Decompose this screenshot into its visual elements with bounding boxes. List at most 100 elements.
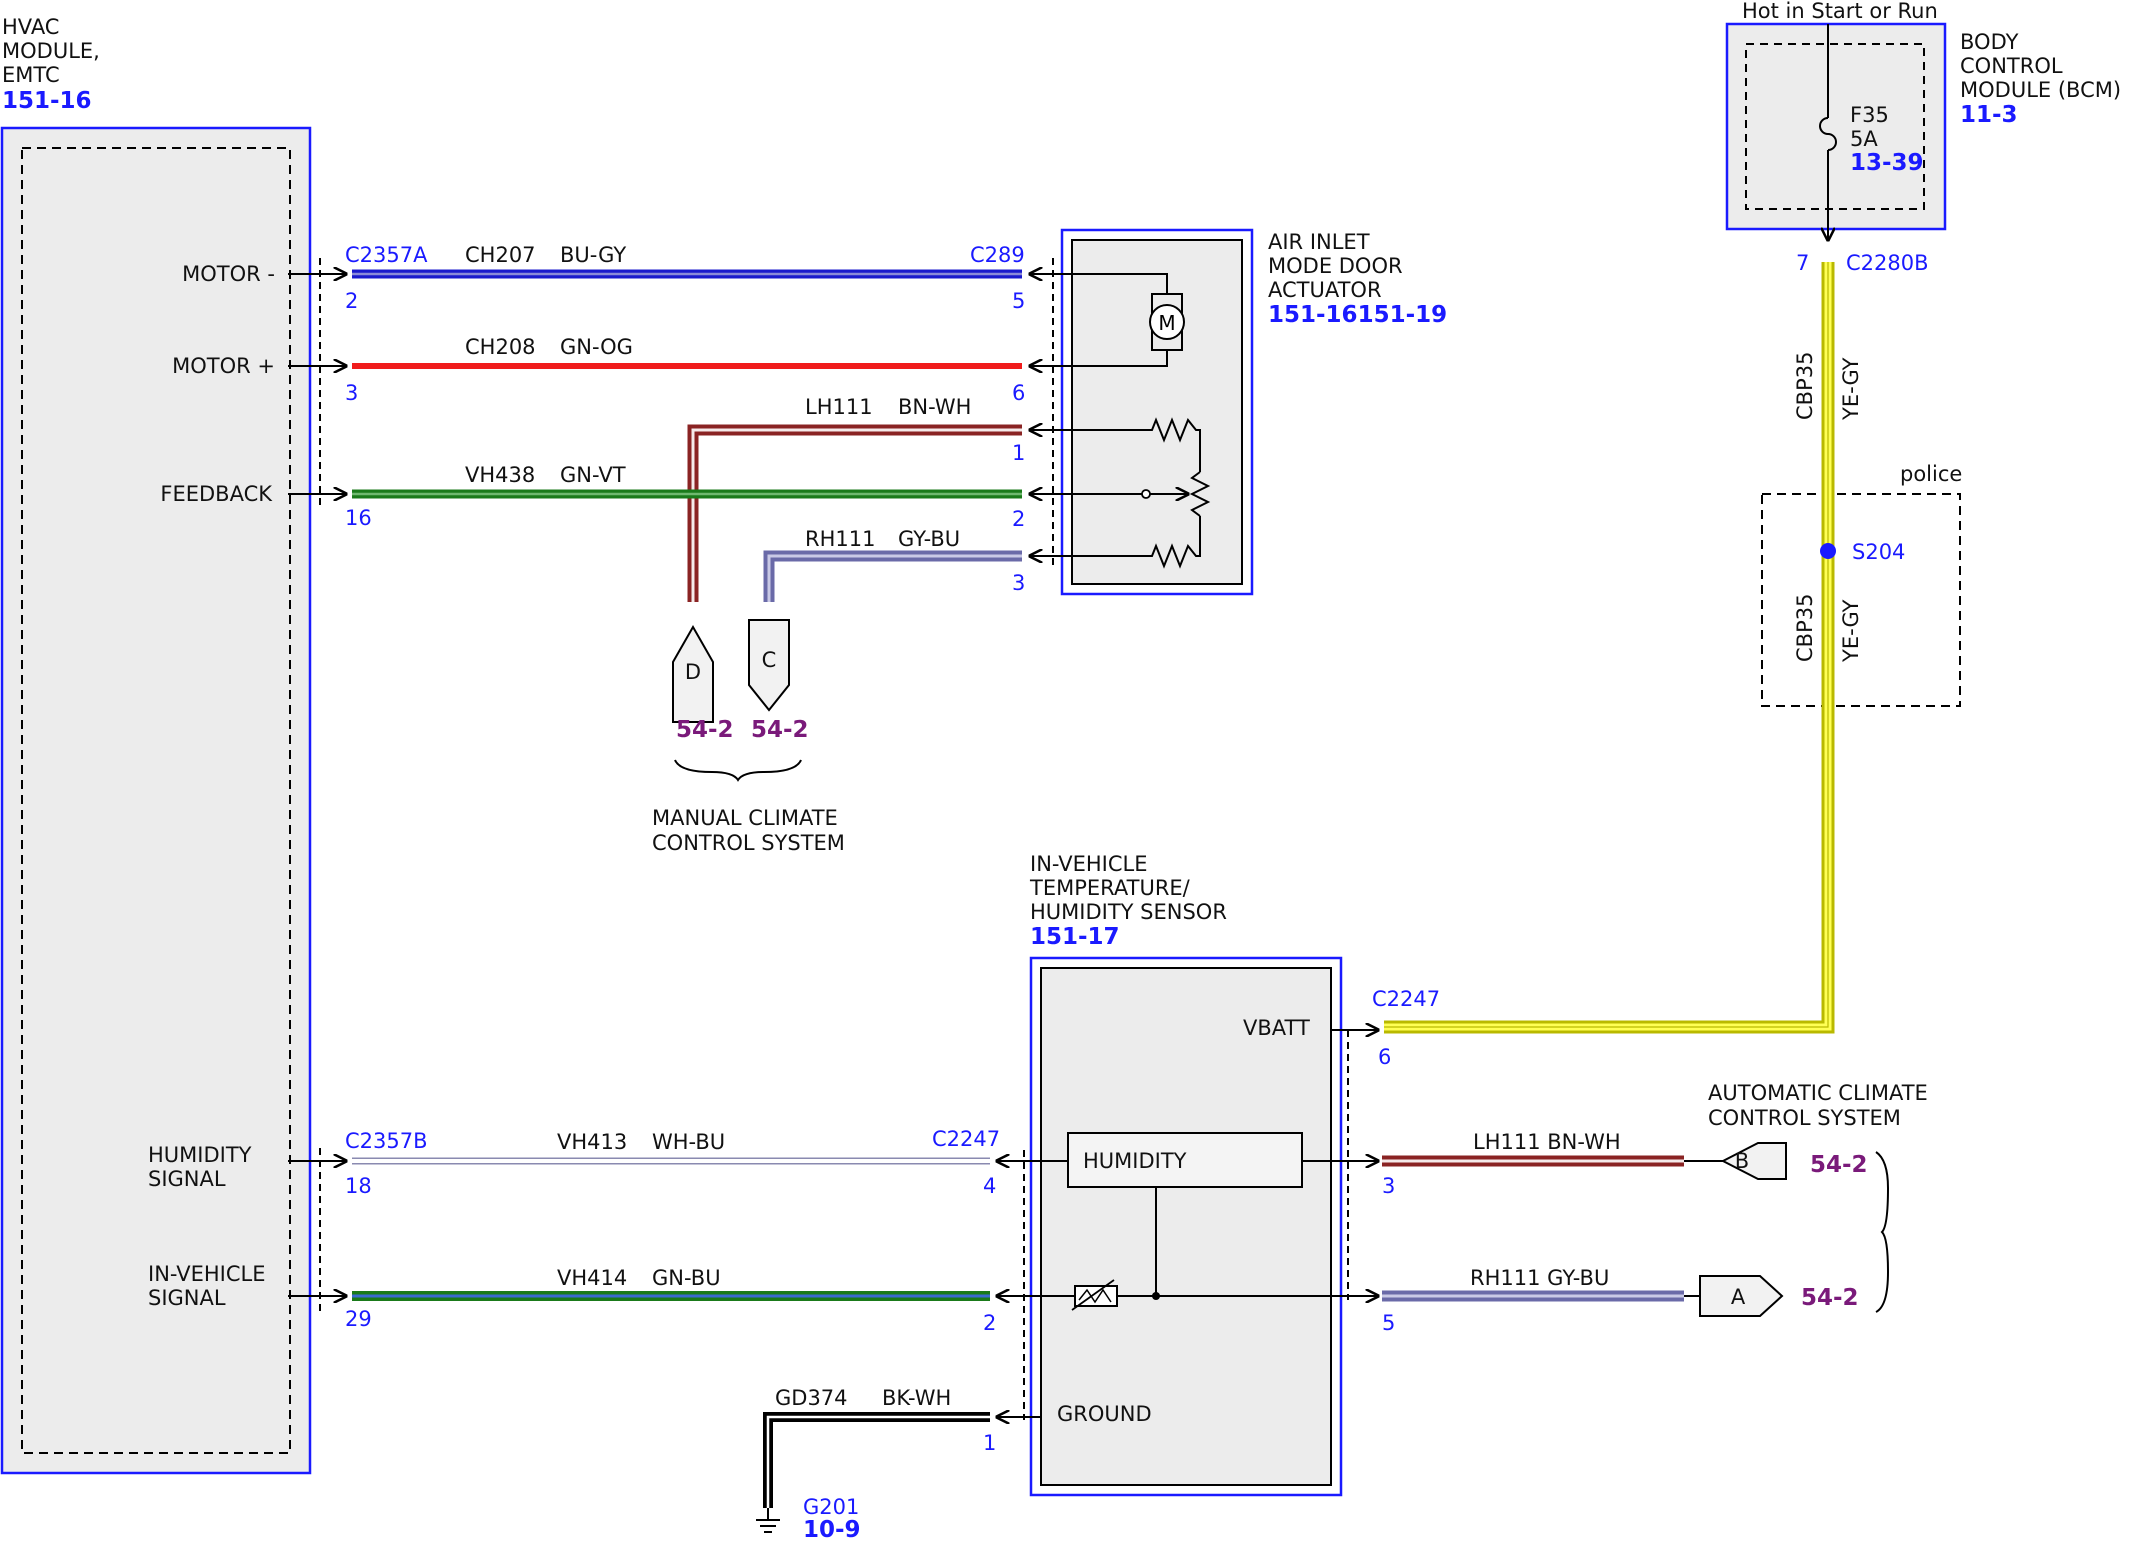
splice-s204-name: S204	[1852, 540, 1905, 564]
manual-climate-label-1: MANUAL CLIMATE	[652, 806, 838, 830]
sensor-ground-label: GROUND	[1057, 1402, 1152, 1426]
wire-ch208-color: GN-OG	[560, 335, 633, 359]
wire-cbp35-lower-color: YE-GY	[1839, 599, 1863, 663]
potentiometer-element	[1189, 471, 1211, 517]
wire-lh111-top-circuit: LH111	[805, 395, 873, 419]
bcm-name-3: MODULE (BCM)	[1960, 78, 2121, 102]
sensor-inner	[1040, 967, 1332, 1486]
manual-climate-brace	[674, 759, 802, 782]
sensor-pin-2: 2	[983, 1311, 996, 1335]
connector-c289: C289	[970, 243, 1025, 267]
bcm-name-1: BODY	[1960, 30, 2019, 54]
pin-label-invehicle-2: SIGNAL	[148, 1286, 226, 1310]
wire-lh111-bottom: LH111 BN-WH	[1382, 1130, 1723, 1167]
bcm: Hot in Start or Run BODY CONTROL MODULE …	[1725, 0, 2121, 275]
wire-gd374-color: BK-WH	[882, 1386, 951, 1410]
actuator-name-1: AIR INLET	[1268, 230, 1370, 254]
wire-rh111-top: RH111 GY-BU	[763, 527, 1022, 602]
connector-c2357b: C2357B	[345, 1129, 428, 1153]
wire-vh414-circuit: VH414	[557, 1266, 627, 1290]
bcm-name-2: CONTROL	[1960, 54, 2063, 78]
connector-c2247-left: C2247	[932, 1127, 1000, 1151]
manual-climate-tags: D C 54-2 54-2 MANUAL CLIMATE CONTROL SYS…	[652, 619, 845, 855]
splice-s204-dot	[1820, 543, 1836, 559]
wire-lh111-bottom-label: LH111 BN-WH	[1473, 1130, 1621, 1154]
connector-c2280b: C2280B	[1846, 251, 1929, 275]
actuator-pin-5: 5	[1012, 289, 1025, 313]
actuator-pin-6: 6	[1012, 381, 1025, 405]
splice-option-label: police	[1900, 462, 1962, 486]
wire-rh111-bottom-label: RH111 GY-BU	[1470, 1266, 1609, 1290]
fuse-name: F35	[1850, 103, 1889, 127]
motor-icon	[1149, 304, 1185, 340]
connector-tag-c	[748, 619, 790, 712]
bcm-header: Hot in Start or Run	[1742, 0, 1938, 23]
fuse-ref: 13-39	[1850, 150, 1924, 176]
sensor-pin-3: 3	[1382, 1174, 1395, 1198]
wire-vh414-color: GN-BU	[652, 1266, 721, 1290]
wire-cbp35-upper-circuit: CBP35	[1793, 352, 1817, 420]
pin-label-humidity-2: SIGNAL	[148, 1167, 226, 1191]
actuator-pin-2: 2	[1012, 507, 1025, 531]
fuse-rating: 5A	[1850, 127, 1878, 151]
wire-cbp35-lower-circuit: CBP35	[1793, 594, 1817, 662]
tag-b-ref: 54-2	[1810, 1152, 1868, 1178]
wire-lh111-top-color: BN-WH	[898, 395, 971, 419]
pin-label-feedback: FEEDBACK	[160, 482, 273, 506]
resistor-top	[1072, 417, 1201, 472]
wire-ch207-color: BU-GY	[560, 243, 626, 267]
sensor-name-2: TEMPERATURE/	[1029, 876, 1191, 900]
manual-climate-label-2: CONTROL SYSTEM	[652, 831, 845, 855]
invehicle-sensor: IN-VEHICLE TEMPERATURE/ HUMIDITY SENSOR …	[932, 852, 1440, 1497]
sensor-pin-6: 6	[1378, 1045, 1391, 1069]
humidity-element-box	[1067, 1132, 1303, 1188]
wire-gd374-circuit: GD374	[775, 1386, 848, 1410]
sensor-pin-5: 5	[1382, 1311, 1395, 1335]
connector-tag-b	[1720, 1142, 1787, 1180]
hvac-module-name-1: HVAC	[2, 15, 59, 39]
actuator-name-2: MODE DOOR	[1268, 254, 1403, 278]
pin-number-2: 2	[345, 289, 358, 313]
humidity-element-label: HUMIDITY	[1083, 1149, 1187, 1173]
actuator-pin-3: 3	[1012, 571, 1025, 595]
tag-c-letter: C	[762, 648, 777, 672]
air-inlet-actuator: AIR INLET MODE DOOR ACTUATOR 151-16151-1…	[970, 228, 1447, 596]
sensor-pin-4: 4	[983, 1174, 996, 1198]
tag-c-ref: 54-2	[751, 717, 809, 743]
pin-label-motor-plus: MOTOR +	[172, 354, 275, 378]
hvac-module-name-2: MODULE,	[2, 39, 100, 63]
sensor-vbatt: VBATT	[1243, 1016, 1310, 1040]
wire-cbp35-upper-color: YE-GY	[1839, 357, 1863, 421]
wire-vh438: VH438 GN-VT	[352, 463, 1022, 499]
splice-option-box	[1761, 493, 1961, 707]
hvac-module-name-3: EMTC	[2, 63, 60, 87]
wire-ch208: CH208 GN-OG	[352, 335, 1022, 369]
pin-number-29: 29	[345, 1307, 372, 1331]
pin-number-16: 16	[345, 506, 372, 530]
pin-label-humidity-1: HUMIDITY	[148, 1143, 252, 1167]
connector-tag-a	[1699, 1275, 1784, 1317]
bcm-pin-7: 7	[1796, 251, 1809, 275]
tag-d-letter: D	[685, 660, 701, 684]
bcm-inner	[1745, 43, 1925, 210]
sensor-name-3: HUMIDITY SENSOR	[1030, 900, 1227, 924]
wire-gd374: GD374 BK-WH G201 10-9	[756, 1386, 990, 1541]
auto-climate-brace	[1875, 1151, 1890, 1313]
sensor-pin-1: 1	[983, 1431, 996, 1455]
resistor-bottom	[1072, 516, 1201, 569]
tag-b-letter: B	[1735, 1149, 1749, 1173]
wire-ch208-circuit: CH208	[465, 335, 536, 359]
fuse-icon	[1819, 117, 1837, 151]
connector-c2357a: C2357A	[345, 243, 428, 267]
pin-number-18: 18	[345, 1174, 372, 1198]
hvac-module-box	[0, 126, 312, 1475]
wire-vh414: VH414 GN-BU	[352, 1266, 990, 1301]
pin-label-motor-minus: MOTOR -	[182, 262, 275, 286]
ground-g201: G201	[803, 1495, 859, 1519]
wire-ch207: CH207 BU-GY	[352, 243, 1022, 279]
tag-a-letter: A	[1731, 1285, 1746, 1309]
wire-vh438-circuit: VH438	[465, 463, 535, 487]
ground-ref: 10-9	[803, 1517, 861, 1541]
wire-vh413-circuit: VH413	[557, 1130, 627, 1154]
